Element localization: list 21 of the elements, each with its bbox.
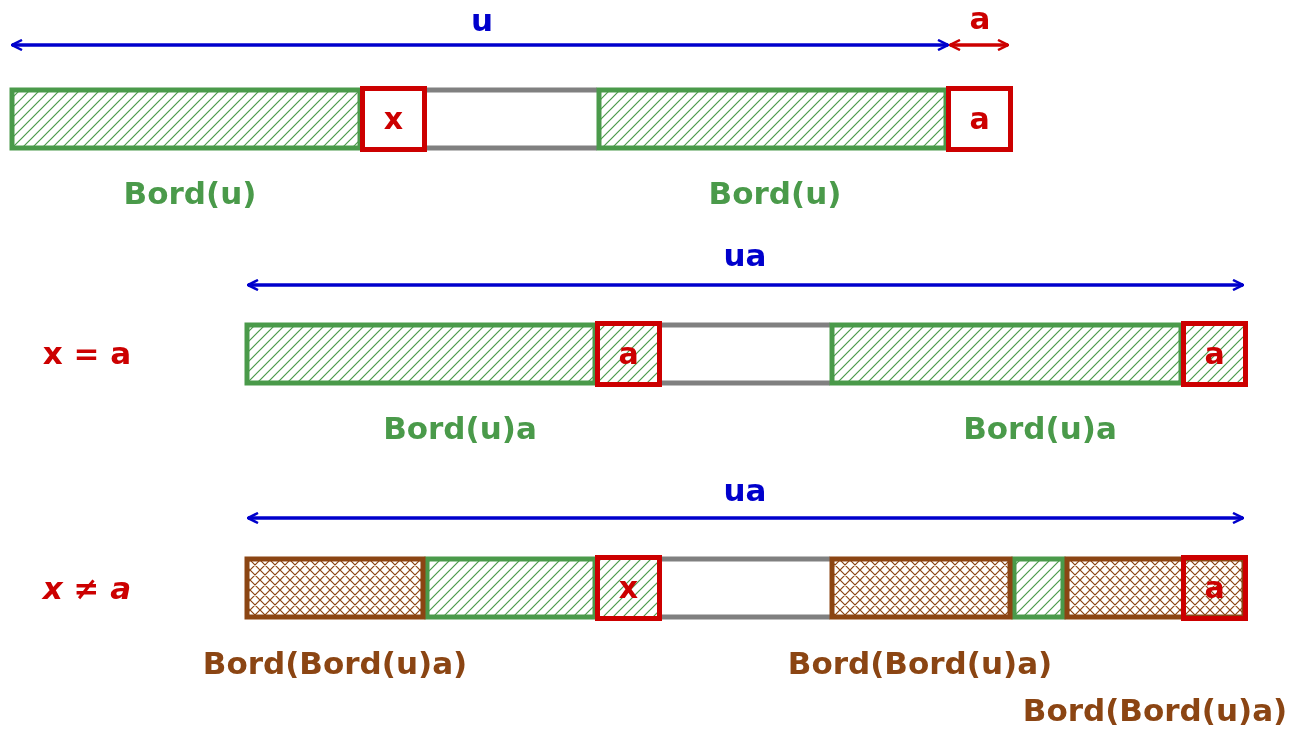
letter-box bbox=[360, 86, 427, 152]
letter-box bbox=[1181, 555, 1248, 621]
case-label: x = a bbox=[42, 337, 132, 369]
length-label: ua bbox=[723, 474, 767, 506]
border-label: Bord(u) bbox=[708, 177, 842, 209]
letter-text: a bbox=[969, 104, 990, 134]
case-label: x ≠ a bbox=[42, 572, 132, 604]
letter-box bbox=[595, 321, 662, 387]
length-label: a bbox=[969, 2, 991, 34]
border-label: Bord(u) bbox=[123, 177, 257, 209]
border-label: Bord(u)a bbox=[963, 412, 1117, 444]
letter-box bbox=[595, 555, 662, 621]
border-label: Bord(Bord(u)a) bbox=[1022, 694, 1288, 726]
border-label: Bord(Bord(u)a) bbox=[202, 647, 468, 679]
letter-text: x bbox=[383, 104, 404, 134]
length-label: u bbox=[470, 4, 494, 36]
letter-box bbox=[946, 86, 1013, 152]
border-label: Bord(u)a bbox=[383, 412, 537, 444]
length-label: ua bbox=[723, 239, 767, 271]
border-label: Bord(Bord(u)a) bbox=[787, 647, 1053, 679]
letter-box bbox=[1181, 321, 1248, 387]
